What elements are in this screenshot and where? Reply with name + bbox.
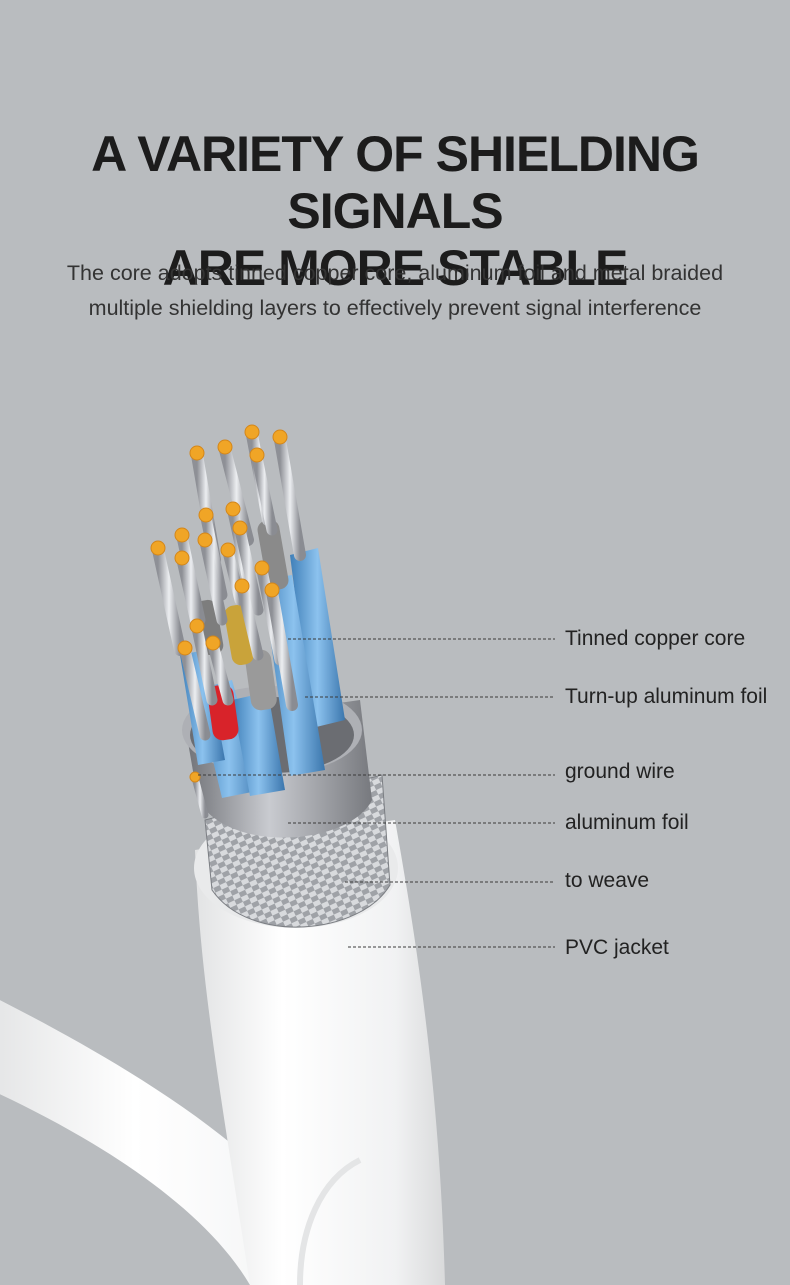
callout-aluminum-foil: aluminum foil bbox=[565, 811, 689, 834]
subtitle: The core adopts tinned copper core, alum… bbox=[0, 256, 790, 326]
headline-line-2: ARE MORE STABLE bbox=[162, 240, 629, 296]
leader-lines bbox=[198, 638, 555, 948]
callout-to-weave: to weave bbox=[565, 869, 650, 892]
subtitle-line-2: multiple shielding layers to effectively… bbox=[88, 296, 702, 320]
callout-tinned-copper-core: Tinned copper core bbox=[565, 627, 746, 650]
callout-pvc-jacket: PVC jacket bbox=[565, 936, 669, 959]
headline-line-1: A VARIETY OF SHIELDING SIGNALS bbox=[91, 126, 700, 239]
callout-turn-up-aluminum-foil: Turn-up aluminum foil bbox=[565, 685, 768, 708]
copper-tips-shape bbox=[150, 424, 288, 783]
callout-ground-wire: ground wire bbox=[565, 760, 675, 783]
subtitle-line-1: The core adopts tinned copper core, alum… bbox=[66, 261, 724, 285]
headline: A VARIETY OF SHIELDING SIGNALS ARE MORE … bbox=[0, 126, 790, 297]
